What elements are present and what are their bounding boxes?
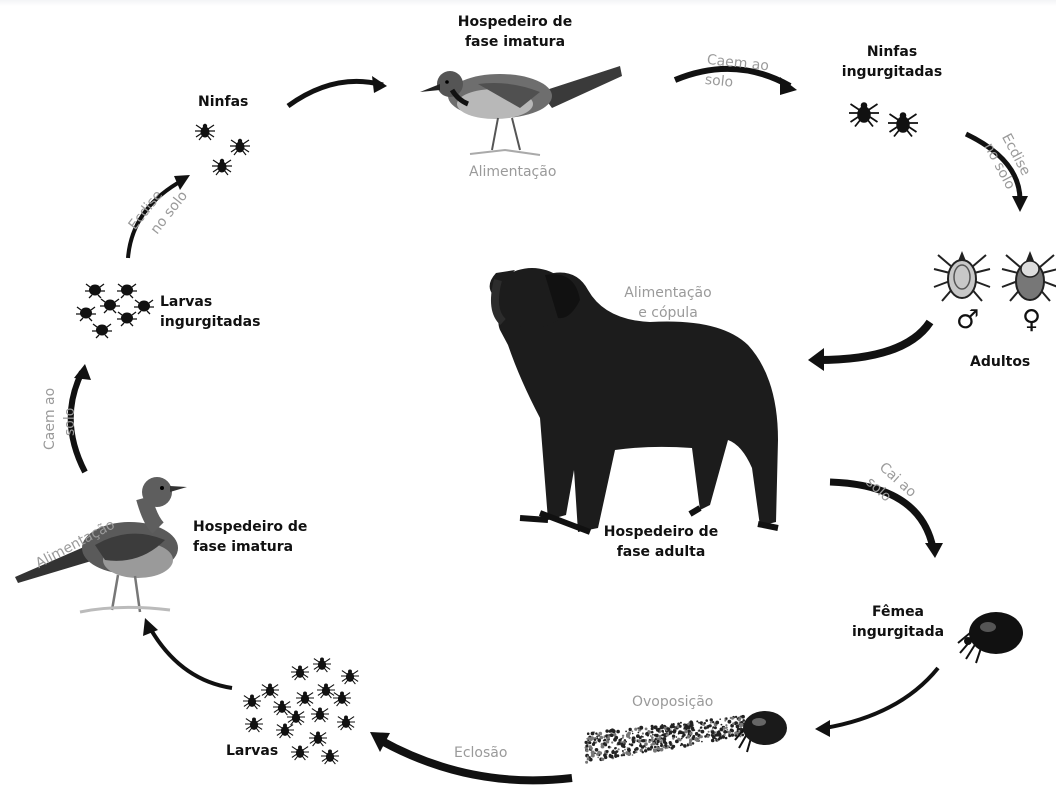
engorged-larvae-ticks <box>76 284 154 338</box>
label-host-adult: Hospedeiro de fase adulta <box>598 522 724 562</box>
label-line: ingurgitadas <box>836 62 948 82</box>
arrow-nymphs-to-bird-top <box>288 76 387 106</box>
arrow-larvae-to-bird-left <box>143 618 232 688</box>
label-oviposition: Ovoposição <box>632 692 713 712</box>
bird-illustration-top <box>420 66 622 155</box>
label-line: Hospedeiro de <box>452 12 578 32</box>
label-line: Hospedeiro de <box>598 522 724 542</box>
label-line: e cópula <box>610 303 726 323</box>
engorged-nymph-ticks <box>849 102 918 136</box>
label-line: fase imatura <box>193 537 307 557</box>
female-symbol: ♀ <box>1022 310 1041 330</box>
label-line: Alimentação <box>610 283 726 303</box>
arrow-adults-to-dog <box>808 322 930 371</box>
label-line: ingurgitadas <box>160 312 260 332</box>
label-line: Caem ao <box>40 388 60 450</box>
label-larvae: Larvas <box>226 741 278 761</box>
male-tick <box>934 251 990 301</box>
label-host-immature-top: Hospedeiro de fase imatura <box>452 12 578 52</box>
label-feeding-mating: Alimentação e cópula <box>610 283 726 323</box>
label-fall-left: Caem ao solo <box>40 388 80 450</box>
label-engorged-nymphs: Ninfas ingurgitadas <box>836 42 948 82</box>
label-line: Fêmea <box>850 602 946 622</box>
label-host-immature-left: Hospedeiro de fase imatura <box>193 517 307 557</box>
adult-ticks <box>934 251 1056 301</box>
male-symbol: ♂ <box>956 310 979 330</box>
arrow-female-to-eggs <box>815 668 938 737</box>
egg-mass <box>585 715 746 764</box>
label-nymphs: Ninfas <box>198 92 248 112</box>
label-line: fase adulta <box>598 542 724 562</box>
label-line: Larvas <box>160 292 260 312</box>
label-line: fase imatura <box>452 32 578 52</box>
label-hatching: Eclosão <box>454 743 507 763</box>
label-line: Hospedeiro de <box>193 517 307 537</box>
bird-illustration-left <box>15 477 187 612</box>
label-adults: Adultos <box>970 352 1030 372</box>
nymph-ticks <box>195 124 250 175</box>
label-fall-top: Caem ao solo <box>704 50 770 96</box>
female-tick <box>1002 251 1056 301</box>
label-line: Ninfas <box>836 42 948 62</box>
label-engorged-female: Fêmea ingurgitada <box>850 602 946 642</box>
label-engorged-larvae: Larvas ingurgitadas <box>160 292 260 332</box>
label-feeding-top: Alimentação <box>469 162 556 182</box>
label-line: solo <box>60 388 80 450</box>
label-line: ingurgitada <box>850 622 946 642</box>
engorged-female-tick <box>958 612 1023 663</box>
